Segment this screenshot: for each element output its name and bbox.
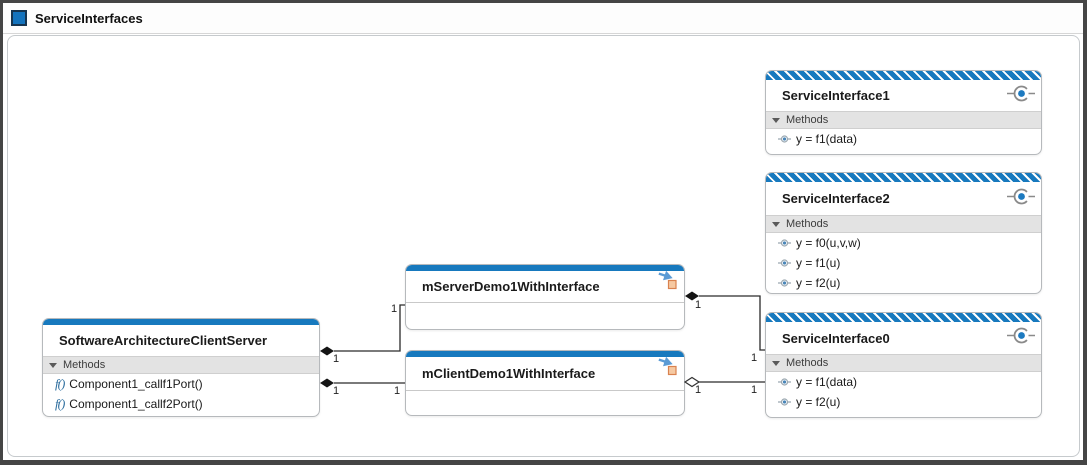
function-icon: f() (55, 396, 65, 411)
multiplicity-label: 1 (333, 385, 340, 397)
methods-section-header[interactable]: Methods (43, 356, 319, 374)
box-title: ServiceInterface2 (782, 191, 890, 206)
collapse-arrow-icon[interactable] (49, 362, 57, 368)
methods-section-header[interactable]: Methods (766, 111, 1041, 129)
box-title: ServiceInterface1 (782, 88, 890, 103)
method-label: y = f1(data) (796, 375, 858, 389)
view-header: ServiceInterfaces (3, 3, 1083, 34)
box-title: SoftwareArchitectureClientServer (59, 333, 268, 348)
method-icon (778, 377, 791, 387)
box-title: mClientDemo1WithInterface (422, 366, 596, 381)
multiplicity-label: 1 (695, 384, 702, 396)
section-label: Methods (786, 218, 829, 230)
method-icon (778, 278, 791, 288)
method-row[interactable]: y = f2(u) (766, 392, 1041, 412)
section-label: Methods (786, 357, 829, 369)
method-icon (778, 397, 791, 407)
box-softwarearchitectureclientserver[interactable]: SoftwareArchitectureClientServer Methods… (42, 318, 320, 417)
method-label: y = f2(u) (796, 276, 841, 290)
service-interface-icon (1007, 83, 1035, 108)
method-label: y = f1(data) (796, 132, 858, 146)
multiplicity-label: 1 (695, 299, 702, 311)
section-label: Methods (786, 114, 829, 126)
method-row[interactable]: y = f2(u) (766, 273, 1041, 293)
method-label: Component1_callf2Port() (69, 397, 203, 411)
box-serviceinterface1[interactable]: ServiceInterface1 Methods (765, 70, 1042, 155)
empty-compartment (406, 390, 684, 415)
method-row[interactable]: f() Component1_callf1Port() (43, 374, 319, 394)
box-mserverdemo1withinterface[interactable]: mServerDemo1WithInterface (405, 264, 685, 330)
method-label: Component1_callf1Port() (69, 377, 203, 391)
multiplicity-label: 1 (394, 385, 401, 397)
function-icon: f() (55, 376, 65, 391)
multiplicity-label: 1 (333, 353, 340, 365)
box-title: ServiceInterface0 (782, 330, 890, 346)
box-mclientdemo1withinterface[interactable]: mClientDemo1WithInterface (405, 350, 685, 416)
method-label: y = f2(u) (796, 395, 841, 409)
method-label: y = f1(u) (796, 256, 841, 270)
method-icon (778, 238, 791, 248)
linked-model-badge-icon (656, 270, 678, 297)
collapse-arrow-icon[interactable] (772, 221, 780, 227)
interface-header-hatch (766, 173, 1041, 182)
box-title: mServerDemo1WithInterface (422, 279, 600, 294)
interface-header-hatch (766, 71, 1041, 80)
methods-section-header[interactable]: Methods (766, 354, 1041, 372)
model-header-bar (406, 265, 684, 271)
interface-header-hatch (766, 313, 1041, 322)
methods-section-header[interactable]: Methods (766, 215, 1041, 233)
method-row[interactable]: y = f1(data) (766, 372, 1041, 392)
interface-view-icon (11, 10, 27, 26)
section-label: Methods (63, 359, 106, 371)
linked-model-badge-icon (656, 356, 678, 383)
multiplicity-label: 1 (751, 352, 758, 364)
collapse-arrow-icon[interactable] (772, 117, 780, 123)
box-serviceinterface0[interactable]: ServiceInterface0 Methods (765, 312, 1042, 418)
method-row[interactable]: y = f1(u) (766, 253, 1041, 273)
method-row[interactable]: y = f0(u,v,w) (766, 233, 1041, 253)
service-interface-icon (1007, 186, 1035, 211)
method-label: y = f0(u,v,w) (796, 236, 861, 250)
box-serviceinterface2[interactable]: ServiceInterface2 Methods (765, 172, 1042, 294)
model-header-bar (406, 351, 684, 357)
collapse-arrow-icon[interactable] (772, 360, 780, 366)
view-title: ServiceInterfaces (35, 10, 143, 26)
method-row[interactable]: y = f1(data) (766, 129, 1041, 149)
method-icon (778, 134, 791, 144)
method-row[interactable]: f() Component1_callf2Port() (43, 394, 319, 414)
multiplicity-label: 1 (751, 384, 758, 396)
empty-compartment (406, 302, 684, 329)
method-icon (778, 258, 791, 268)
service-interface-icon (1007, 326, 1035, 351)
architecture-header-bar (43, 319, 319, 325)
multiplicity-label: 1 (391, 303, 398, 315)
